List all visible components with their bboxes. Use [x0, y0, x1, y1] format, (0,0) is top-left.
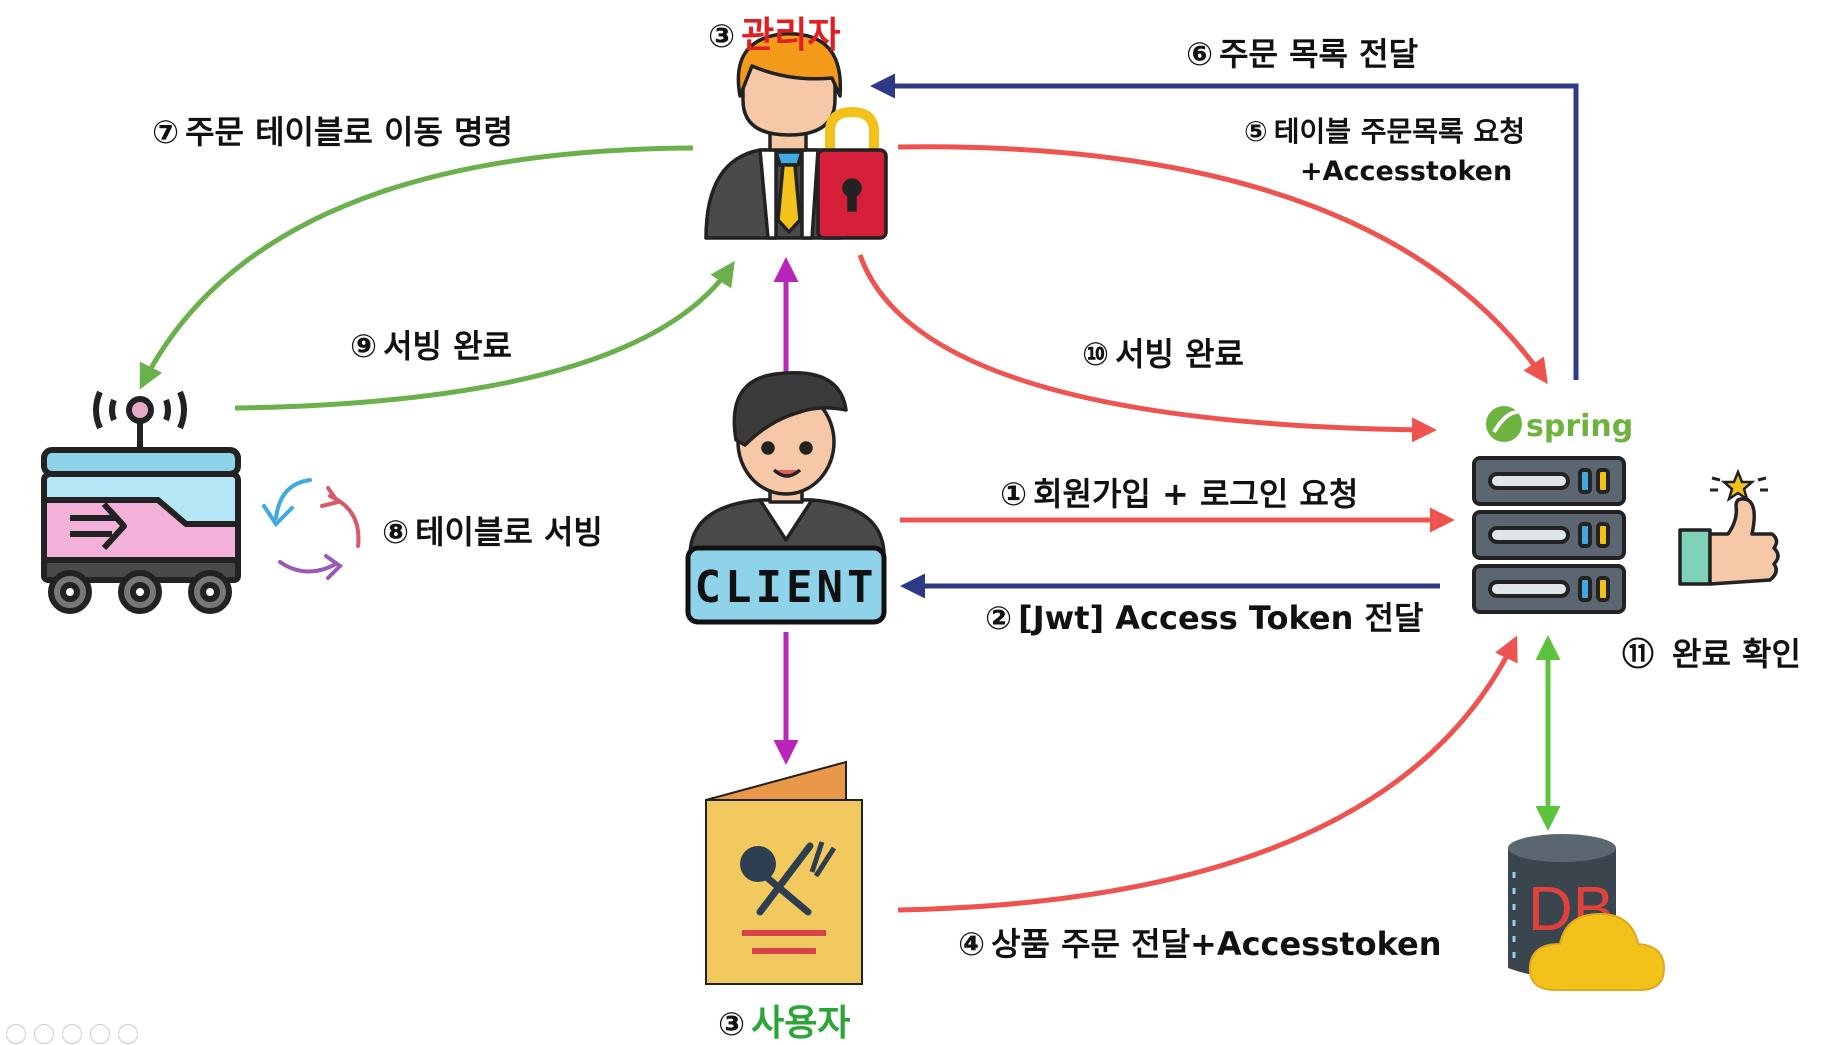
arrow-step7-move-command: [139, 145, 694, 390]
arrow-step4-order: [897, 635, 1518, 913]
step10-text: 서빙 완료: [1115, 335, 1244, 373]
step6-number: ⑥: [1186, 35, 1214, 73]
pen-icon[interactable]: [34, 1024, 54, 1044]
lock-icon: [816, 106, 888, 240]
step5-sub-label: +Accesstoken: [1300, 156, 1513, 187]
star-icon: [1710, 468, 1768, 502]
arrow-step10-serving-done: [857, 254, 1437, 443]
step6-text: 주문 목록 전달: [1219, 35, 1419, 73]
step9-text: 서빙 완료: [383, 327, 512, 365]
slide-toolbar: [6, 1024, 138, 1044]
zoom-icon[interactable]: [90, 1024, 110, 1044]
arrow-step9-serving-done: [234, 260, 735, 411]
step1-number: ①: [1000, 475, 1028, 513]
step9-number: ⑨: [350, 327, 378, 365]
cloud-icon: [1528, 912, 1666, 991]
client-person-icon: [688, 371, 886, 558]
step2-label: ②[Jwt] Access Token 전달: [985, 602, 1423, 634]
client-badge: CLIENT: [685, 545, 887, 625]
step4-number: ④: [958, 925, 986, 963]
client-badge-label: CLIENT: [695, 562, 878, 613]
spring-logo-label: spring: [1526, 409, 1633, 444]
step11-text: 완료 확인: [1672, 635, 1801, 673]
step7-text: 주문 테이블로 이동 명령: [185, 113, 513, 151]
step5-number: ⑤: [1244, 115, 1268, 148]
spring-logo: spring: [1486, 406, 1633, 444]
menu-book-icon: [705, 760, 863, 985]
admin-role-name: 관리자: [741, 15, 841, 56]
user-role-number: ③: [718, 1005, 746, 1043]
thumbs-up-icon: [1678, 497, 1780, 586]
step11-number: ⑪: [1622, 635, 1655, 673]
step1-text: 회원가입 + 로그인 요청: [1033, 475, 1359, 513]
step2-number: ②: [985, 599, 1013, 637]
step8-text: 테이블로 서빙: [415, 513, 603, 551]
step11-label: ⑪ 완료 확인: [1622, 638, 1801, 670]
more-icon[interactable]: [118, 1024, 138, 1044]
step5-text: 테이블 주문목록 요청: [1273, 115, 1526, 148]
admin-role-number: ③: [708, 17, 736, 55]
step8-number: ⑧: [382, 513, 410, 551]
server-rack-icon: [1472, 456, 1626, 614]
step10-number: ⑩: [1082, 335, 1110, 373]
serving-robot-icon: [41, 390, 241, 614]
step2-text: [Jwt] Access Token 전달: [1018, 599, 1424, 637]
user-role-name: 사용자: [751, 1003, 851, 1044]
arrow-step6-order-list: [870, 73, 1579, 380]
step4-text: 상품 주문 전달+Accesstoken: [991, 925, 1442, 963]
arrow-step5-order-list-request: [897, 144, 1548, 385]
step7-number: ⑦: [152, 113, 180, 151]
grid-icon[interactable]: [62, 1024, 82, 1044]
cycle-arrows-icon: [262, 478, 361, 580]
play-icon[interactable]: [6, 1024, 26, 1044]
